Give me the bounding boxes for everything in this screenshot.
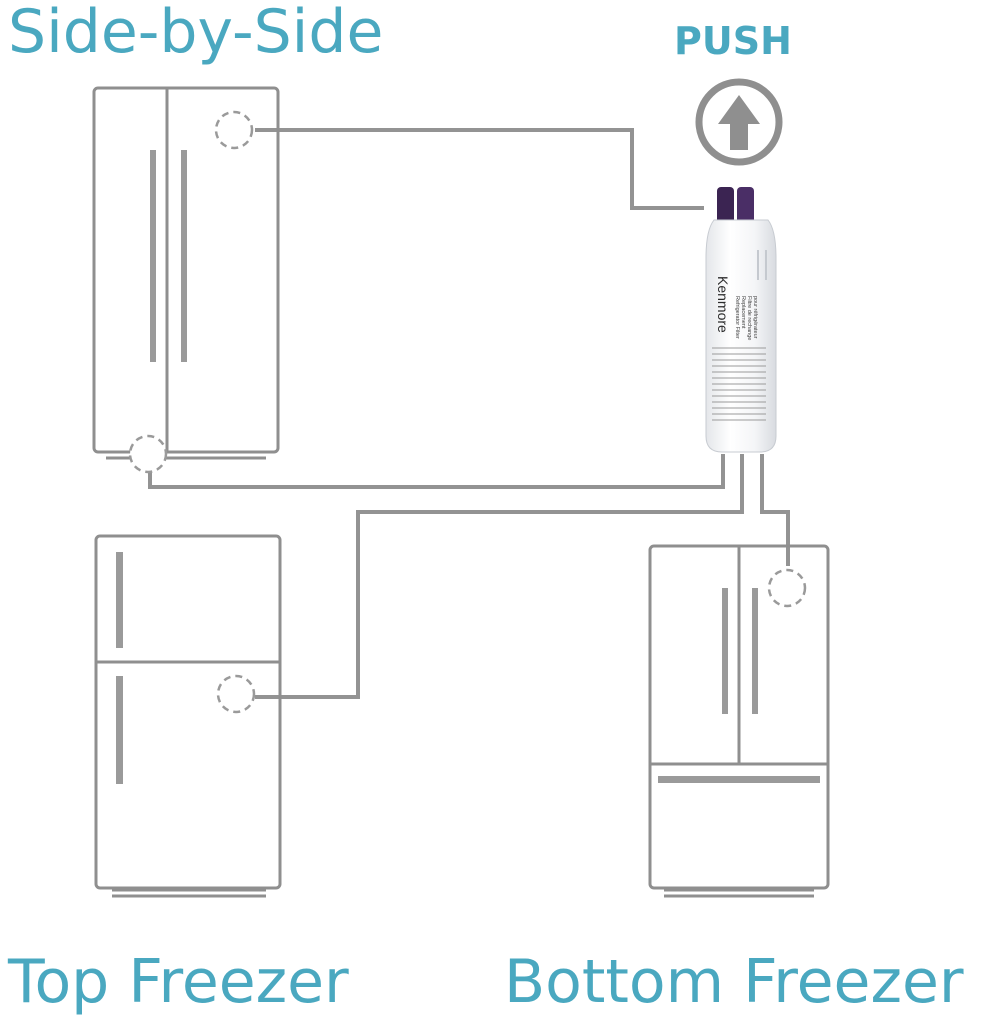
push-arrow-icon [695,78,783,166]
freezer-drawer-handle [658,776,820,783]
filter-location-marker [767,568,807,608]
filter-text-line: Replacement [740,296,746,329]
door-handle-left [150,150,156,362]
connector-side-top [255,128,704,210]
fridge-handle [116,676,123,784]
connector-top-freezer [255,454,744,699]
filter-location-marker [214,110,254,150]
push-label: PUSH [674,19,792,63]
fridge-body [94,534,282,890]
connector-side-bottom [148,454,725,489]
side-by-side-label: Side-by-Side [8,0,384,67]
connector-lines [148,128,790,699]
filter-location-marker [216,674,256,714]
filter-cap [737,187,754,225]
filter-location-marker [128,434,168,474]
freezer-handle [116,552,123,648]
door-handle-right [181,150,187,362]
filter-fine-print [712,347,766,421]
side-by-side-fridge [92,86,280,474]
top-freezer-fridge [94,534,282,898]
bottom-freezer-label: Bottom Freezer [504,947,964,1017]
filter-text-line: Refrigerator Filter [734,296,740,339]
filter-text-line: Filtre de rechange [746,296,752,340]
door-handle-right [752,588,758,714]
filter-cap [717,187,734,225]
connector-bottom-freezer [760,454,790,566]
fridge-body [92,86,280,454]
filter-text-line: pour réfrigérateur [752,296,758,339]
top-freezer-label: Top Freezer [8,947,349,1017]
bottom-freezer-fridge [648,544,830,898]
filter-brand: Kenmore [715,276,731,333]
door-handle-left [722,588,728,714]
water-filter-bottle: Kenmore Replacement Refrigerator Filter … [705,187,777,453]
